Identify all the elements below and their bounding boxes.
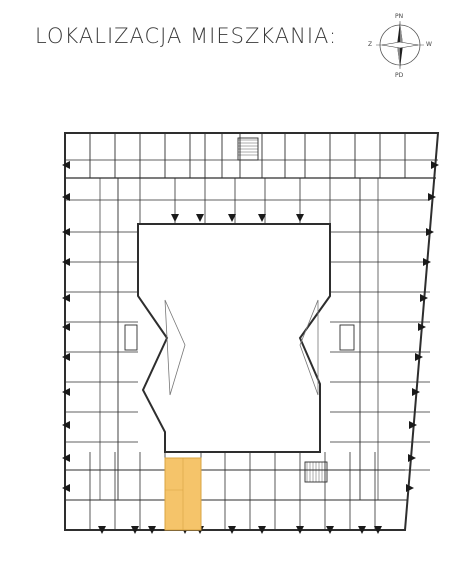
entrance-arrow-icon: [326, 526, 334, 534]
entrance-arrow-icon: [62, 294, 70, 302]
entrance-arrow-icon: [62, 421, 70, 429]
entrance-arrow-icon: [420, 294, 428, 302]
entrance-arrow-icon: [358, 526, 366, 534]
interior-walls: [65, 133, 438, 530]
entrance-arrow-icon: [228, 526, 236, 534]
compass-graphic: [376, 21, 424, 69]
compass-east: W: [426, 41, 432, 48]
stair-core: [124, 324, 138, 351]
entrance-arrow-icon: [228, 214, 236, 222]
entrance-arrow-icon: [296, 214, 304, 222]
left-wing-wedge: [164, 299, 186, 396]
entrance-arrow-icon: [408, 454, 416, 462]
entrance-arrow-icon: [258, 526, 266, 534]
compass-rose-icon: PN PD Z W: [365, 12, 435, 82]
entrance-arrow-icon: [409, 421, 417, 429]
entrance-arrow-icon: [131, 526, 139, 534]
building-outline: [64, 132, 440, 531]
entrance-arrow-icon: [62, 161, 70, 169]
entrance-arrow-icon: [374, 526, 382, 534]
entrance-arrow-icon: [426, 228, 434, 236]
stair-core: [339, 324, 355, 351]
entrance-arrow-icon: [431, 161, 439, 169]
entrance-arrow-icon: [423, 258, 431, 266]
compass-north: PN: [395, 13, 404, 20]
entrance-arrow-icon: [196, 214, 204, 222]
entrance-arrow-icon: [418, 323, 426, 331]
compass-west: Z: [368, 41, 373, 48]
entrance-arrow-icon: [62, 323, 70, 331]
entrance-arrow-icon: [412, 388, 420, 396]
right-wing-wedge: [299, 299, 319, 396]
page-title: LOKALIZACJA MIESZKANIA:: [35, 24, 338, 48]
entrance-arrow-icon: [98, 526, 106, 534]
entrance-arrow-icon: [62, 484, 70, 492]
entrance-arrow-icon: [428, 193, 436, 201]
entrance-arrow-icon: [62, 193, 70, 201]
entrance-arrow-icon: [62, 258, 70, 266]
courtyard: [137, 223, 331, 453]
entrance-arrow-icon: [296, 526, 304, 534]
entrance-arrow-icon: [148, 526, 156, 534]
entrance-arrow-icon: [415, 353, 423, 361]
entrance-arrow-icon: [62, 353, 70, 361]
entrance-arrow-icon: [62, 228, 70, 236]
entrance-arrow-icon: [258, 214, 266, 222]
entrance-arrow-icon: [62, 454, 70, 462]
entrance-arrow-icon: [62, 388, 70, 396]
compass-south: PD: [395, 72, 404, 79]
entrance-arrow-icon: [171, 214, 179, 222]
entrance-arrow-icon: [406, 484, 414, 492]
